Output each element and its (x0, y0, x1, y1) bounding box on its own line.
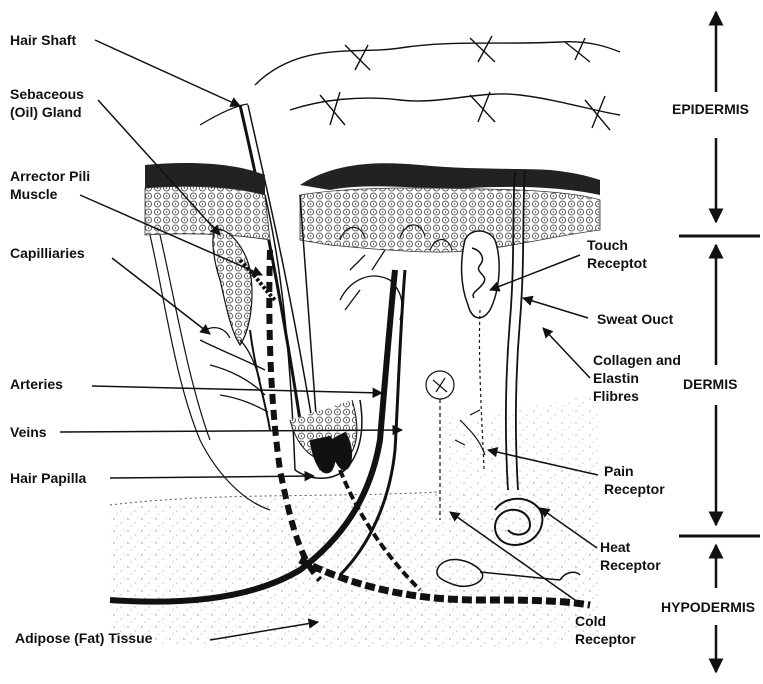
label-pain-line1: Pain (604, 463, 634, 480)
label-sweat-duct: Sweat Ouct (597, 311, 673, 328)
label-heat-line1: Heat (600, 539, 630, 556)
arrow-touch-receptor (490, 255, 580, 290)
label-pain-line2: Receptor (604, 481, 665, 498)
layer-label-hypodermis: HYPODERMIS (659, 598, 757, 616)
arrow-collagen (543, 328, 590, 378)
label-arrector-line2: Muscle (10, 186, 57, 203)
label-collagen-line2: Elastin (593, 370, 639, 387)
arrow-hair-shaft (95, 40, 240, 106)
label-veins: Veins (10, 424, 47, 441)
surface-hairs (255, 36, 620, 130)
label-touch-line2: Receptot (587, 255, 647, 272)
label-adipose: Adipose (Fat) Tissue (15, 630, 152, 647)
label-hair-papilla: Hair Papilla (10, 470, 86, 487)
layer-label-epidermis: EPIDERMIS (670, 100, 751, 118)
arrow-capillaries (112, 258, 210, 334)
label-sebaceous-line2: (Oil) Gland (10, 104, 82, 121)
label-arrector-line1: Arrector Pili (10, 168, 90, 185)
label-sebaceous-line1: Sebaceous (10, 86, 84, 103)
label-collagen-line3: Flibres (593, 388, 639, 405)
adipose-tissue-region (110, 460, 600, 649)
label-capillaries: Capilliaries (10, 245, 85, 262)
label-cold-line2: Receptor (575, 631, 636, 648)
label-heat-line2: Receptor (600, 557, 661, 574)
arrow-arteries (92, 386, 382, 393)
label-hair-shaft: Hair Shaft (10, 32, 76, 49)
label-cold-line1: Cold (575, 613, 606, 630)
label-arteries: Arteries (10, 376, 63, 393)
arrow-sweat-duct (523, 298, 588, 318)
label-touch-line1: Touch (587, 237, 628, 254)
follicle-outline (150, 235, 270, 510)
label-collagen-line1: Collagen and (593, 352, 681, 369)
layer-label-dermis: DERMIS (681, 375, 739, 393)
